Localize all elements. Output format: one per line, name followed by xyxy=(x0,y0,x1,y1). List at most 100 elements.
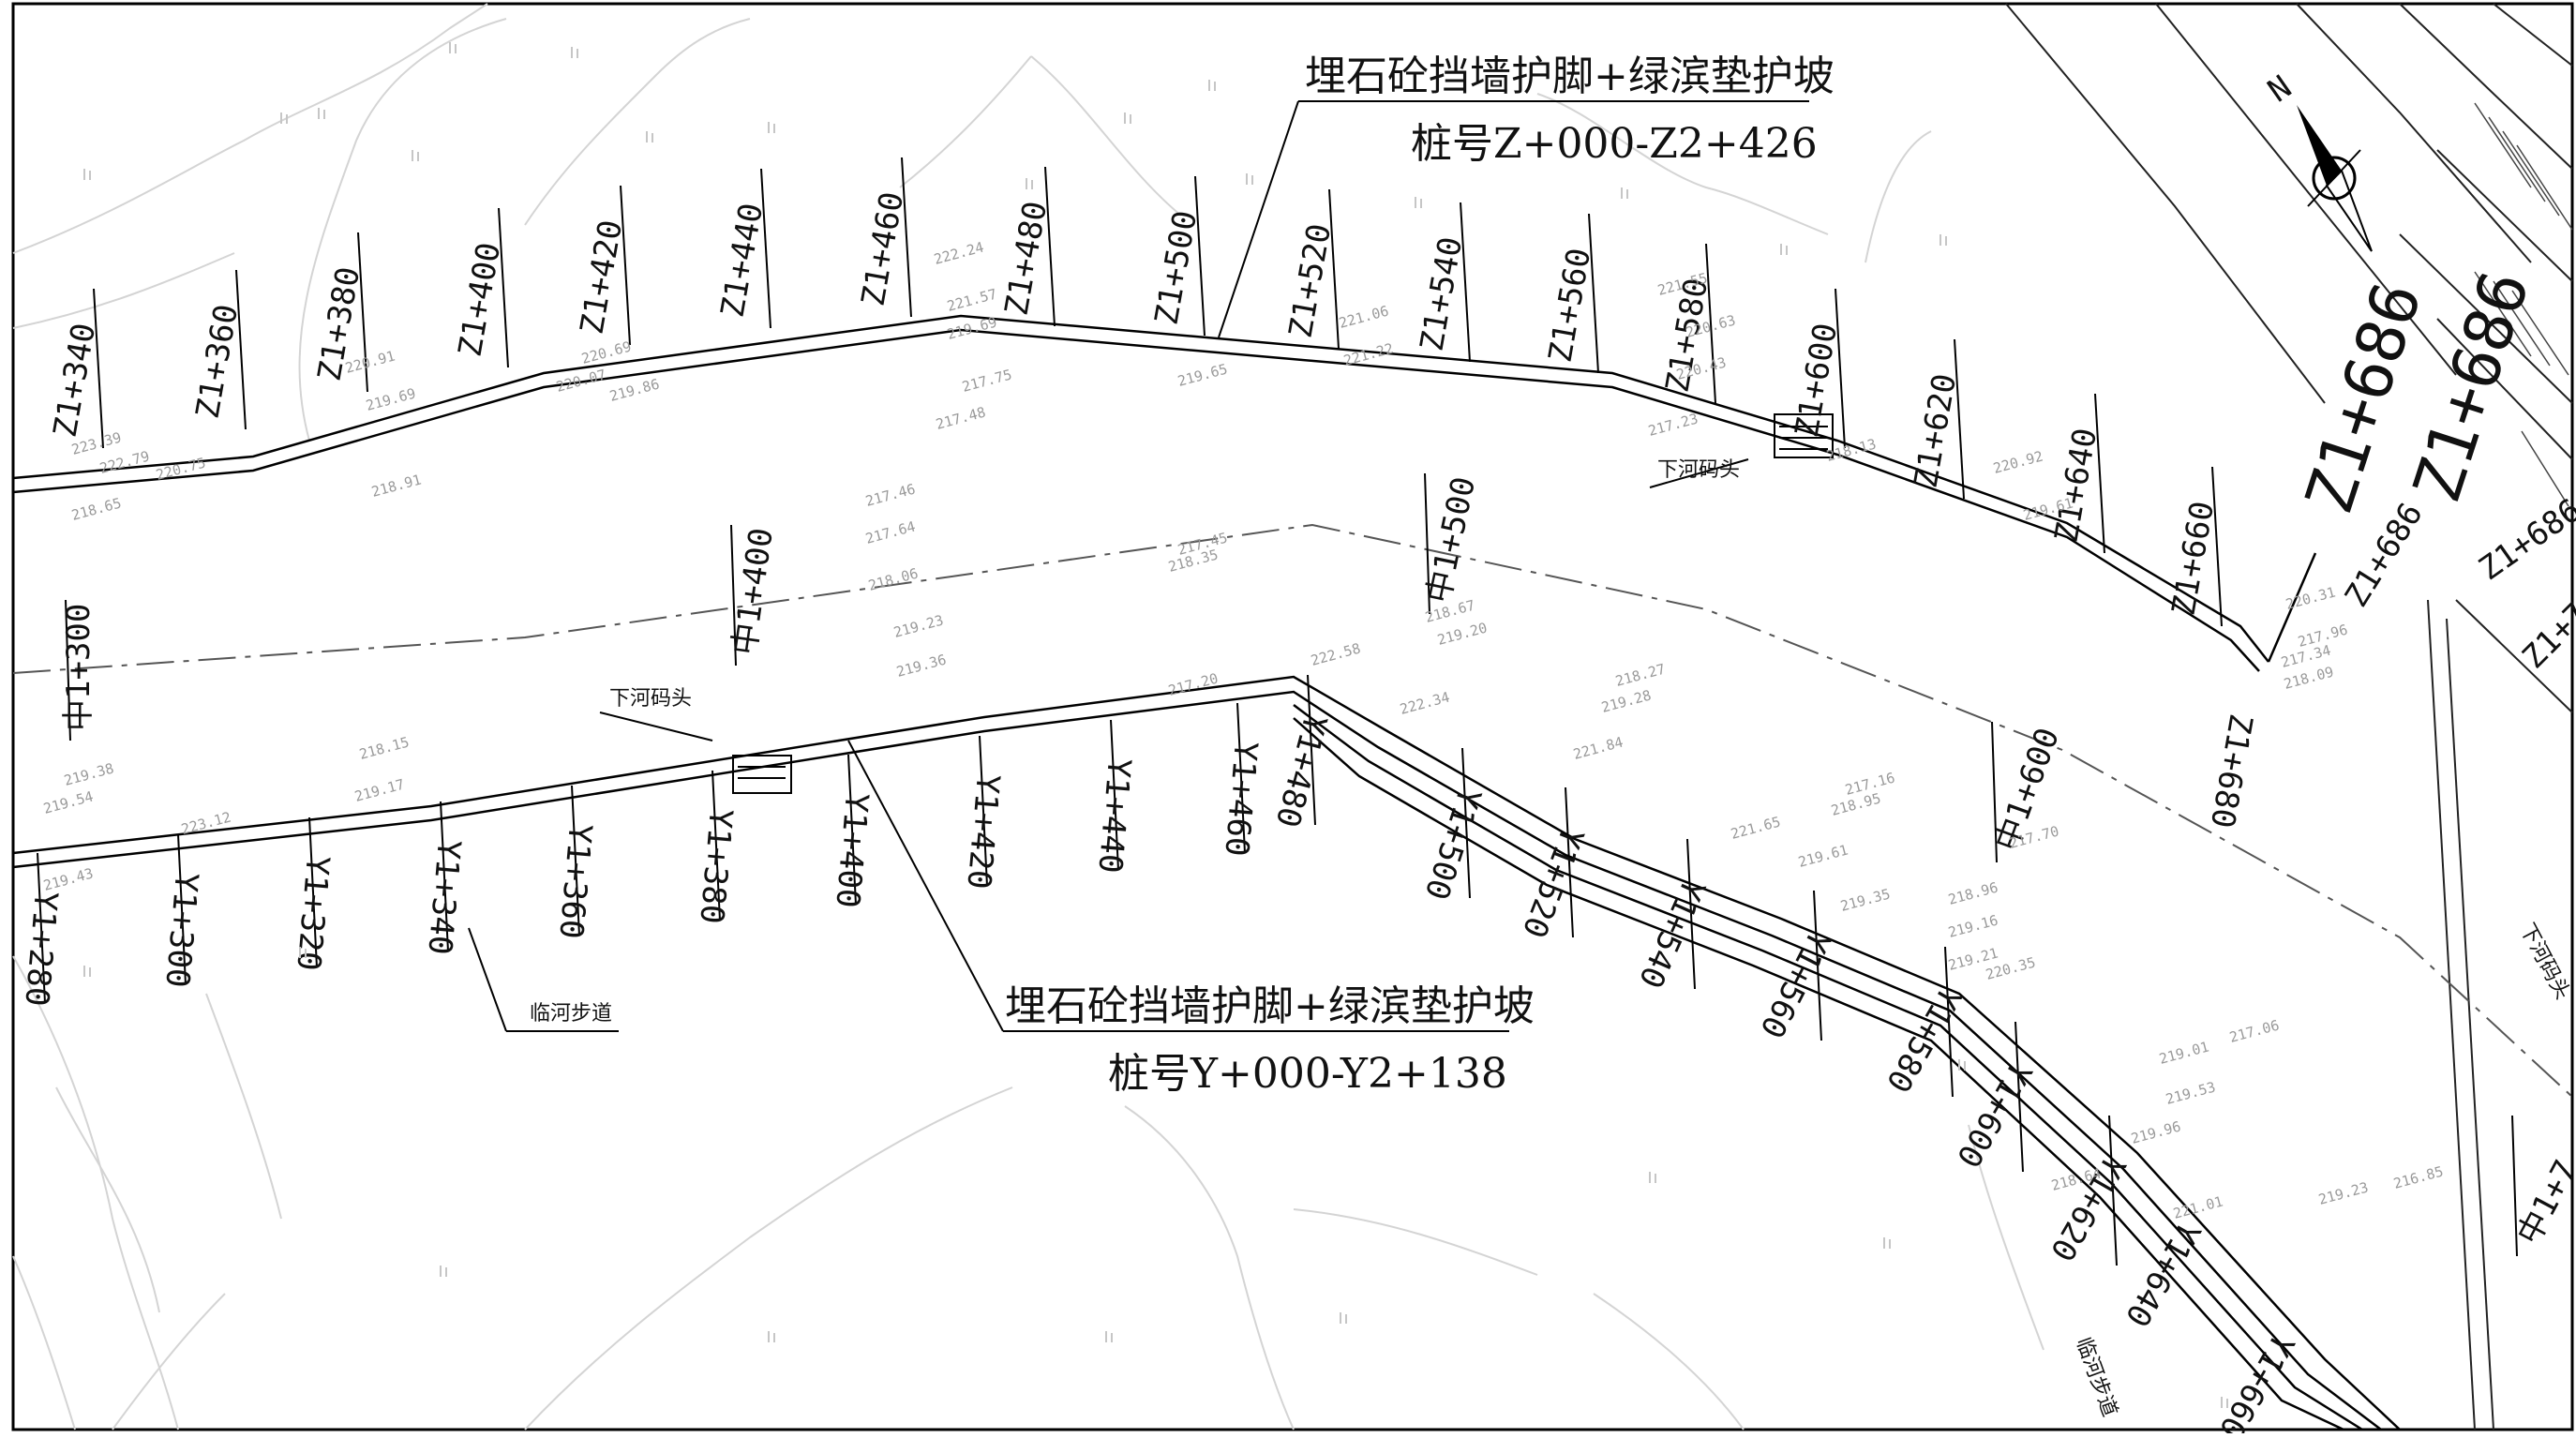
elevation-label: 220.75 xyxy=(154,454,207,483)
ground-mark xyxy=(1208,80,1216,91)
elevation-label: 221.65 xyxy=(1729,813,1782,842)
ground-mark xyxy=(646,131,653,142)
center-station-label: 中1+500 xyxy=(1420,473,1483,607)
elevation-label: 222.24 xyxy=(932,238,985,267)
y-station-tick xyxy=(37,852,46,1004)
z-station-label: Z1+400 xyxy=(451,240,508,360)
z-station-tick xyxy=(620,185,631,346)
road-hatch xyxy=(2474,102,2573,507)
z-station-label: Z1+660 xyxy=(2164,499,2222,619)
z-station-tick xyxy=(1588,213,1599,374)
y-station-label: Y1+560 xyxy=(1752,924,1837,1044)
y-station-tick xyxy=(1565,786,1574,938)
ground-mark xyxy=(299,947,307,958)
ground-mark xyxy=(571,47,578,58)
z-station-tick xyxy=(93,288,104,449)
y-station-label: Y1+320 xyxy=(289,854,337,972)
elevation-label: 220.92 xyxy=(1991,447,2044,476)
ground-mark xyxy=(83,966,91,977)
z-station-tick xyxy=(1044,166,1056,327)
z-station-label: Z1+560 xyxy=(1541,246,1598,366)
y-station-label: Y1+400 xyxy=(828,791,876,909)
elevation-label: 219.23 xyxy=(2316,1178,2370,1207)
elevation-label: 219.28 xyxy=(1599,686,1653,715)
ground-mark xyxy=(1415,197,1422,208)
y-station-label: Y1+600 xyxy=(1949,1056,2039,1174)
z-station-tick xyxy=(1460,202,1471,363)
elevation-label: 219.38 xyxy=(62,759,115,788)
ground-mark xyxy=(1340,1312,1347,1324)
y-station-label: Y1+380 xyxy=(692,807,740,925)
z-station-tick xyxy=(357,232,368,393)
z-station-label: Z1+680 xyxy=(2203,711,2260,831)
z-station-tick xyxy=(1705,243,1716,404)
ground-mark xyxy=(1026,178,1033,189)
north-range: 桩号Z+000-Z2+426 xyxy=(1411,120,1818,168)
south-range: 桩号Y+000-Y2+138 xyxy=(1108,1050,1507,1098)
z-station-label: Z1+360 xyxy=(188,302,246,422)
z-station-tick xyxy=(498,207,509,368)
y-station-label: Y1+620 xyxy=(2043,1149,2133,1267)
elevation-label: 219.69 xyxy=(364,384,417,413)
ground-mark xyxy=(280,112,288,124)
y-station-tick xyxy=(2014,1021,2024,1173)
z-station-label: Z1+480 xyxy=(997,199,1055,319)
y-station-tick xyxy=(308,816,318,968)
ground-mark xyxy=(1939,234,1947,246)
ground-marks xyxy=(83,42,2228,1408)
y-station-label: Y1+340 xyxy=(420,838,468,956)
ground-mark xyxy=(1649,1172,1656,1183)
z-station-tick xyxy=(235,269,247,430)
dock-south-label: 下河码头 xyxy=(609,687,692,711)
elevation-label: 221.06 xyxy=(1337,302,1390,331)
ground-mark xyxy=(1105,1331,1113,1342)
y-station-tick xyxy=(2108,1115,2118,1266)
elevation-label: 219.36 xyxy=(894,651,948,680)
terminal-station-label: Z1+7 xyxy=(2515,595,2576,676)
y-station-tick xyxy=(1461,747,1471,899)
elevation-label: 218.06 xyxy=(866,564,920,593)
elevation-label: 217.46 xyxy=(863,480,917,509)
y-station-tick xyxy=(571,785,580,936)
z-station-label: Z1+620 xyxy=(1907,371,1964,491)
y-station-label: Y1+540 xyxy=(1631,873,1713,993)
ground-mark xyxy=(318,108,325,119)
z-station-label: Z1+500 xyxy=(1147,208,1205,328)
y-station-label: Y1+360 xyxy=(551,822,599,940)
z-station-label: Z1+640 xyxy=(2047,426,2104,546)
elevation-label: 221.57 xyxy=(945,285,998,314)
center-station-label: 中1+7 xyxy=(2510,1154,2576,1251)
center-station-tick xyxy=(1991,721,1998,863)
ground-mark xyxy=(768,1331,775,1342)
y-station-label: Y1+460 xyxy=(1217,740,1265,858)
ground-mark xyxy=(768,122,775,133)
y-station-tick xyxy=(440,801,449,952)
contour-lines xyxy=(12,3,2044,1431)
z-station-ticks xyxy=(93,157,2223,627)
y-station-tick xyxy=(1686,838,1696,990)
ground-mark xyxy=(1958,1059,1966,1071)
elevation-label: 220.31 xyxy=(2284,583,2337,612)
z-station-label: Z1+420 xyxy=(573,217,630,337)
z-station-tick xyxy=(2094,393,2105,554)
dock-south-symbol xyxy=(732,755,792,794)
elevation-label: 219.35 xyxy=(1838,885,1892,914)
z-station-label: Z1+440 xyxy=(713,201,771,321)
elevation-label: 219.61 xyxy=(1796,841,1850,870)
y-station-tick xyxy=(1110,719,1119,871)
elevation-label: 223.12 xyxy=(179,808,232,837)
elevation-label: 219.54 xyxy=(41,787,95,816)
z-station-tick xyxy=(760,168,771,329)
elevation-label: 218.27 xyxy=(1613,660,1667,689)
elevation-label: 217.20 xyxy=(1166,669,1220,698)
walkway-label-2: 临河步道 xyxy=(2071,1335,2121,1420)
elevation-label: 217.06 xyxy=(2227,1016,2281,1045)
road-edges xyxy=(2005,3,2573,1431)
elevation-label: 221.84 xyxy=(1571,733,1625,762)
ground-mark xyxy=(1621,187,1628,199)
north-arrow-icon xyxy=(2297,105,2373,252)
ground-mark xyxy=(83,169,91,180)
z-station-tick xyxy=(1194,175,1206,337)
ground-mark xyxy=(2221,1397,2228,1408)
compass-n-label: N xyxy=(2261,68,2299,111)
